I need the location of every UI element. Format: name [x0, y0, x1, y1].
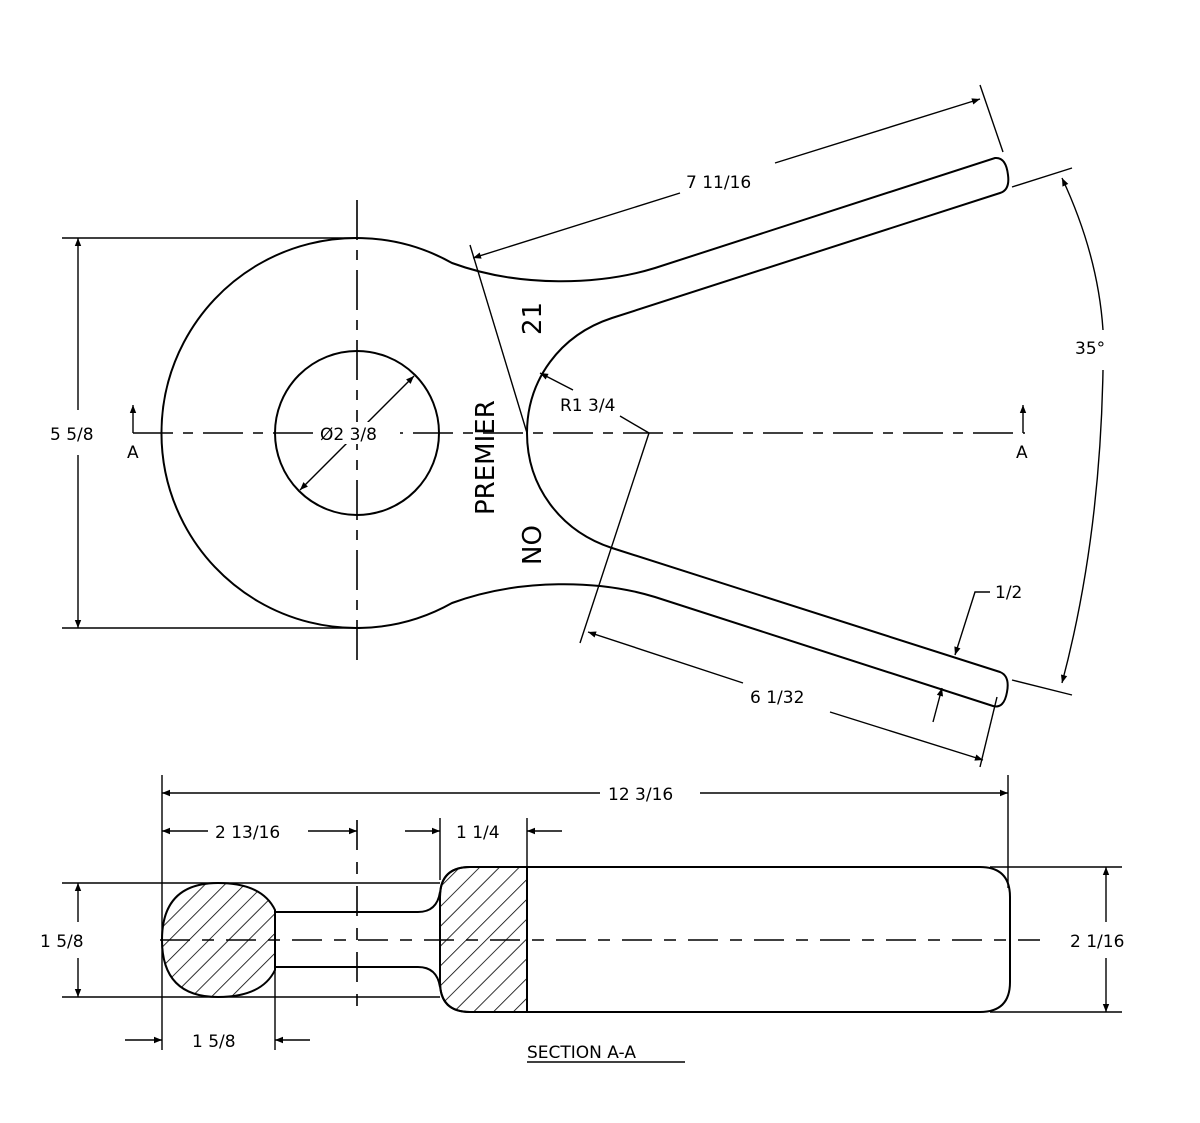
section-label-right: A	[1016, 443, 1028, 463]
section-title: SECTION A-A	[527, 1043, 636, 1063]
top-view: A A 5 5/8 Ø2 3/8 7 11/16 35° R1 3/4	[50, 84, 1105, 768]
dim-arm-width: 1/2	[995, 583, 1022, 603]
hatched-block	[439, 866, 528, 1013]
dim-lower-length: 6 1/32	[750, 688, 804, 708]
dim-radius: R1 3/4	[560, 396, 615, 416]
section-view: 12 3/16 2 13/16 1 1/4 1 5/8 2 1/16 1 5/8…	[40, 775, 1124, 1063]
dim-angle: 35°	[1075, 339, 1105, 359]
dim-left-height: 1 5/8	[40, 932, 84, 952]
dim-hole-diameter: Ø2 3/8	[320, 425, 377, 445]
dim-block-width: 1 1/4	[456, 823, 500, 843]
dim-ring-width: 1 5/8	[192, 1032, 236, 1052]
dim-upper-length: 7 11/16	[686, 173, 751, 193]
section-neck	[275, 891, 441, 988]
part-outline	[160, 156, 1010, 708]
dim-height: 5 5/8	[50, 425, 94, 445]
dim-to-center: 2 13/16	[215, 823, 280, 843]
dim-right-height: 2 1/16	[1070, 932, 1124, 952]
section-label-left: A	[127, 443, 139, 463]
dim-overall-length: 12 3/16	[608, 785, 673, 805]
engraving-number: 21	[518, 302, 548, 335]
engraving-premier: PREMIER	[471, 400, 501, 515]
engraving-no: NO	[518, 525, 548, 565]
